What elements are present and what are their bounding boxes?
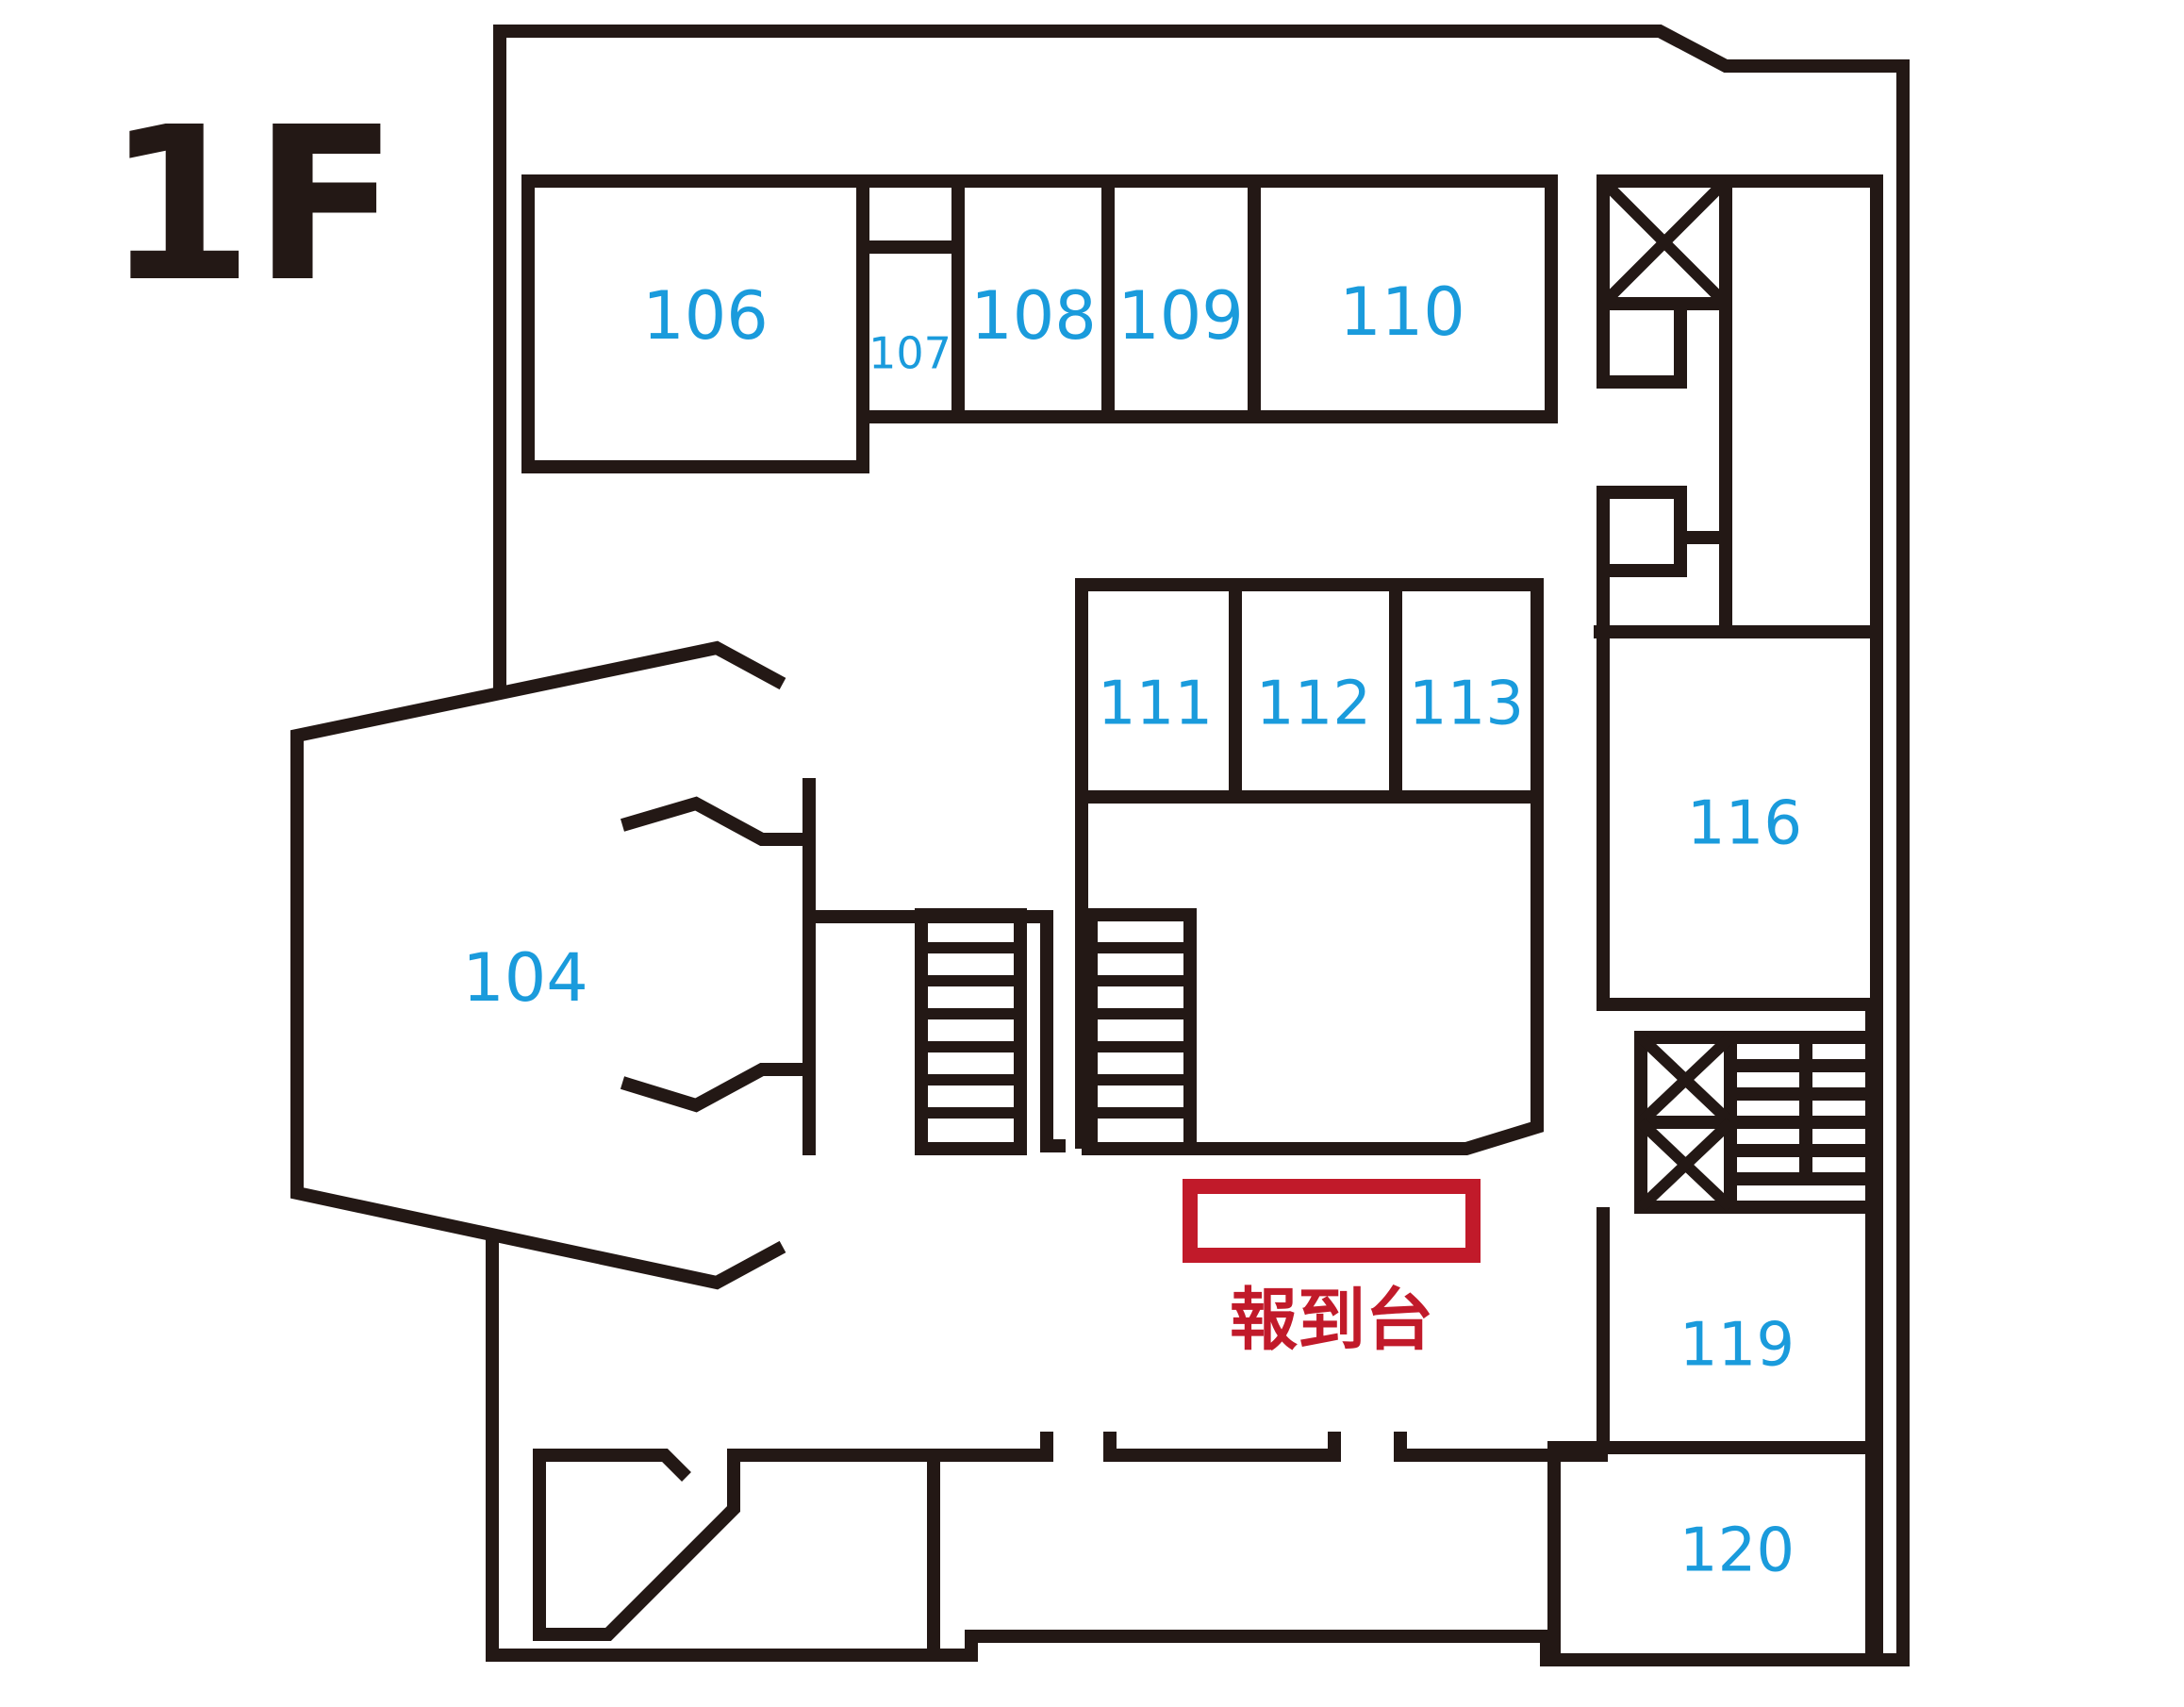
room-113-label: 113: [1409, 670, 1524, 739]
room-116-walls: [1597, 625, 1883, 1011]
top-room-block: [521, 174, 1558, 473]
room-104-walls: [290, 640, 1066, 1290]
room-111-label: 111: [1098, 670, 1213, 739]
room-119-label: 119: [1679, 1311, 1795, 1381]
room-109-label: 109: [1117, 277, 1244, 355]
room-108-label: 108: [970, 277, 1097, 355]
bottom-partitions: [533, 1432, 1608, 1655]
room-106-label: 106: [642, 277, 769, 355]
elevator-stair-block: [1634, 1004, 1883, 1214]
right-service-block: [1594, 174, 1883, 638]
room-116-label: 116: [1687, 789, 1802, 859]
rooms-119-120-walls: [1547, 1201, 1883, 1666]
center-room-block: [1075, 578, 1544, 1155]
center-stairs: [915, 908, 1197, 1155]
floor-label: 1F: [106, 82, 398, 329]
room-107-label: 107: [869, 328, 951, 379]
room-112-label: 112: [1256, 670, 1371, 739]
room-104-label: 104: [462, 939, 588, 1017]
reception-desk-label: 報到台: [1230, 1281, 1433, 1360]
reception-desk-box: [1183, 1179, 1481, 1263]
room-120-label: 120: [1679, 1516, 1795, 1586]
room-110-label: 110: [1339, 273, 1465, 351]
